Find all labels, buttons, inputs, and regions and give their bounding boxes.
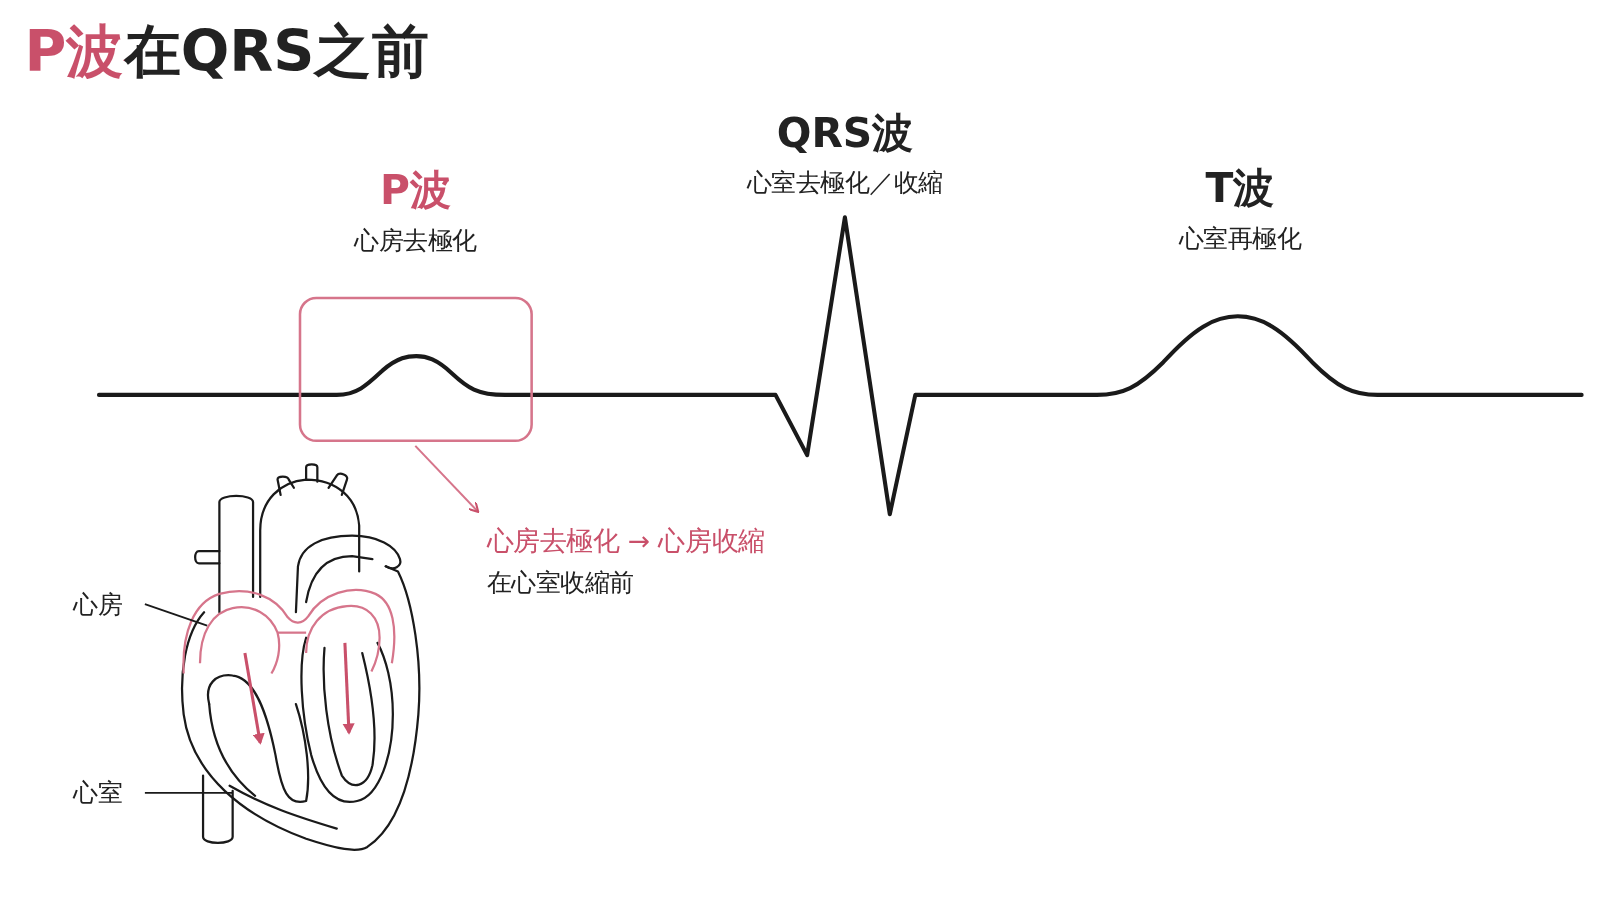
wave-name: T波: [1205, 165, 1274, 210]
highlight-box: [300, 298, 532, 441]
callout-text: 在心室收縮前: [487, 569, 634, 596]
leader-line: [145, 792, 233, 794]
wave-description: 心房去極化: [354, 227, 476, 254]
leader-line: [145, 604, 207, 625]
callout-text: 心房去極化 → 心房收縮: [487, 526, 765, 555]
callout-arrow: [415, 446, 477, 511]
wave-name: P波: [380, 167, 451, 212]
ecg-trace: [99, 217, 1582, 514]
flow-arrow: [245, 653, 260, 743]
page-title: P波在QRS之前: [24, 20, 428, 83]
wave-name: QRS波: [777, 110, 913, 155]
flow-arrow: [345, 643, 349, 733]
wave-description: 心室再極化: [1179, 225, 1301, 252]
part-label: 心室: [73, 779, 122, 806]
part-label: 心房: [73, 592, 122, 619]
wave-description: 心室去極化／收縮: [747, 169, 943, 196]
atria-highlight: [183, 590, 394, 674]
